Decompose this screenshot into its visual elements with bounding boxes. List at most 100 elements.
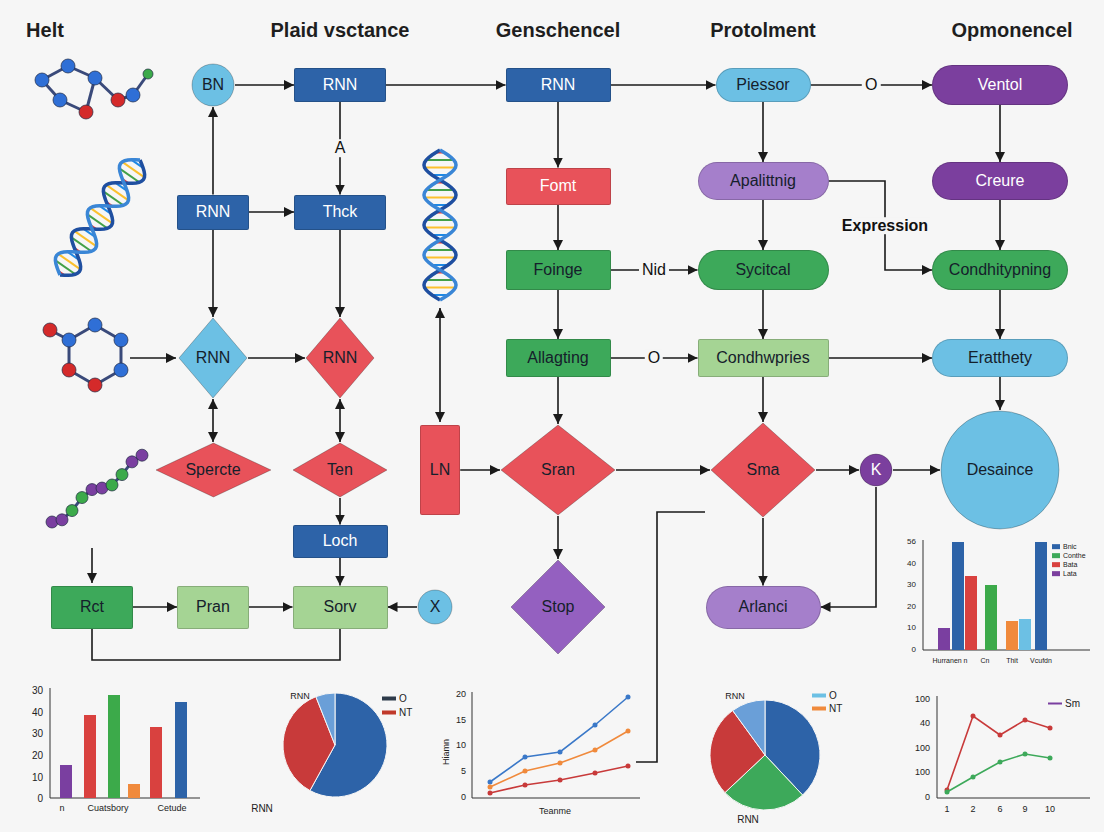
chart-label: 40	[920, 719, 930, 729]
chart-line	[490, 731, 628, 787]
connector-arrow	[893, 469, 940, 471]
chart-label: Teanme	[539, 807, 571, 817]
legend-swatch	[1052, 545, 1060, 550]
connector-arrow	[829, 357, 933, 359]
base-pair	[425, 287, 456, 289]
chart-point	[945, 790, 950, 795]
node-label: Apalittnig	[730, 172, 796, 190]
chart-label: Cn	[981, 657, 990, 665]
node-label: Condhwpries	[716, 349, 809, 367]
node-label: BN	[202, 76, 224, 94]
node-label: Allagting	[527, 349, 588, 367]
chart-label: 0	[461, 793, 466, 803]
chart-label: 15	[456, 716, 466, 726]
node-label: Foinge	[534, 261, 583, 279]
node-label: Sorv	[324, 598, 357, 616]
legend-item: Conthe	[1052, 552, 1086, 560]
chart-point	[971, 775, 976, 780]
legend-text: NT	[399, 707, 412, 718]
rounded-box: Eratthety	[932, 339, 1068, 377]
column-heading: Helt	[26, 19, 64, 41]
legend-text: O	[399, 693, 407, 704]
atom	[126, 88, 140, 102]
node-label: Thck	[323, 203, 358, 221]
node-label: Pran	[196, 598, 230, 616]
process-box: Fomt	[506, 168, 611, 205]
chart-label: Thit	[1006, 657, 1018, 665]
atom	[114, 333, 128, 347]
chart-label: 0	[925, 793, 930, 803]
process-box: Loch	[293, 525, 388, 558]
connector-arrow	[388, 606, 418, 608]
chart-point	[1023, 752, 1028, 757]
base-pair	[425, 257, 456, 259]
chart-label: RNN	[290, 692, 310, 702]
column-heading: Plaid vsctance	[271, 19, 410, 41]
dna-strand	[424, 150, 456, 300]
decision-diamond: Spercte	[155, 442, 272, 498]
connector-arrow	[339, 399, 341, 442]
circle-shape	[941, 411, 1059, 529]
chart-label: 1	[944, 805, 949, 815]
chart-label: Cetude	[157, 804, 186, 814]
chart-label: 100	[915, 744, 930, 754]
connector-arrow	[249, 211, 294, 213]
chart-label: Cuatsbory	[87, 804, 128, 814]
node-label: Arlanci	[739, 598, 788, 616]
bar	[175, 702, 187, 798]
node-label: Stop	[542, 598, 575, 616]
connector-arrow	[816, 469, 859, 471]
connector-arrow	[829, 181, 933, 270]
leader-arrow	[130, 357, 176, 359]
chart-label: 10	[907, 624, 916, 633]
rounded-box: Sycitcal	[698, 250, 829, 290]
circle-node: X	[417, 589, 453, 625]
diamond-shape	[179, 318, 247, 398]
chart-label: n	[59, 804, 64, 814]
bar	[60, 765, 72, 798]
chart-line	[947, 754, 1050, 792]
decision-diamond: Sma	[710, 422, 816, 518]
chart-label: Hurranen n	[932, 657, 967, 665]
circle-shape	[418, 590, 452, 624]
circle-shape	[192, 64, 234, 106]
node-label: Creure	[976, 172, 1025, 190]
chart-label: 9	[1022, 805, 1027, 815]
node-label: Ventol	[978, 76, 1022, 94]
legend-text: Conthe	[1063, 552, 1086, 560]
node-label: RNN	[323, 76, 358, 94]
bar	[84, 715, 96, 798]
node-label: Ten	[327, 461, 353, 479]
connector-arrow	[212, 107, 214, 195]
edge-label: O	[862, 76, 880, 94]
legend-text: Bata	[1063, 561, 1077, 569]
chart-point	[488, 791, 493, 796]
connector-arrow	[557, 516, 559, 559]
connector-arrow	[611, 84, 716, 86]
base-pair	[426, 279, 454, 281]
leader-arrow	[439, 308, 441, 422]
connector-arrow	[557, 290, 559, 339]
chart-line	[490, 697, 628, 782]
legend-text: Bnic	[1063, 543, 1077, 551]
chart-label: 20	[907, 603, 916, 612]
chart-point	[998, 760, 1003, 765]
chart-point	[593, 723, 598, 728]
connector-arrow	[557, 205, 559, 251]
legend-line-sample	[1048, 702, 1062, 704]
base-pair	[426, 189, 454, 191]
chart-label: 2	[970, 805, 975, 815]
chart-point	[488, 780, 493, 785]
chart-point	[558, 761, 563, 766]
connector-arrow	[133, 606, 177, 608]
column-heading: Protolment	[710, 19, 816, 41]
node-label: RNN	[196, 349, 231, 367]
bar	[108, 695, 120, 798]
bar	[952, 542, 964, 650]
node-label: Spercte	[185, 461, 240, 479]
decision-diamond: Stop	[510, 559, 606, 655]
node-label: Eratthety	[968, 349, 1032, 367]
chart-label: 0	[912, 646, 916, 655]
diamond-shape	[501, 425, 615, 515]
chart-point	[523, 783, 528, 788]
